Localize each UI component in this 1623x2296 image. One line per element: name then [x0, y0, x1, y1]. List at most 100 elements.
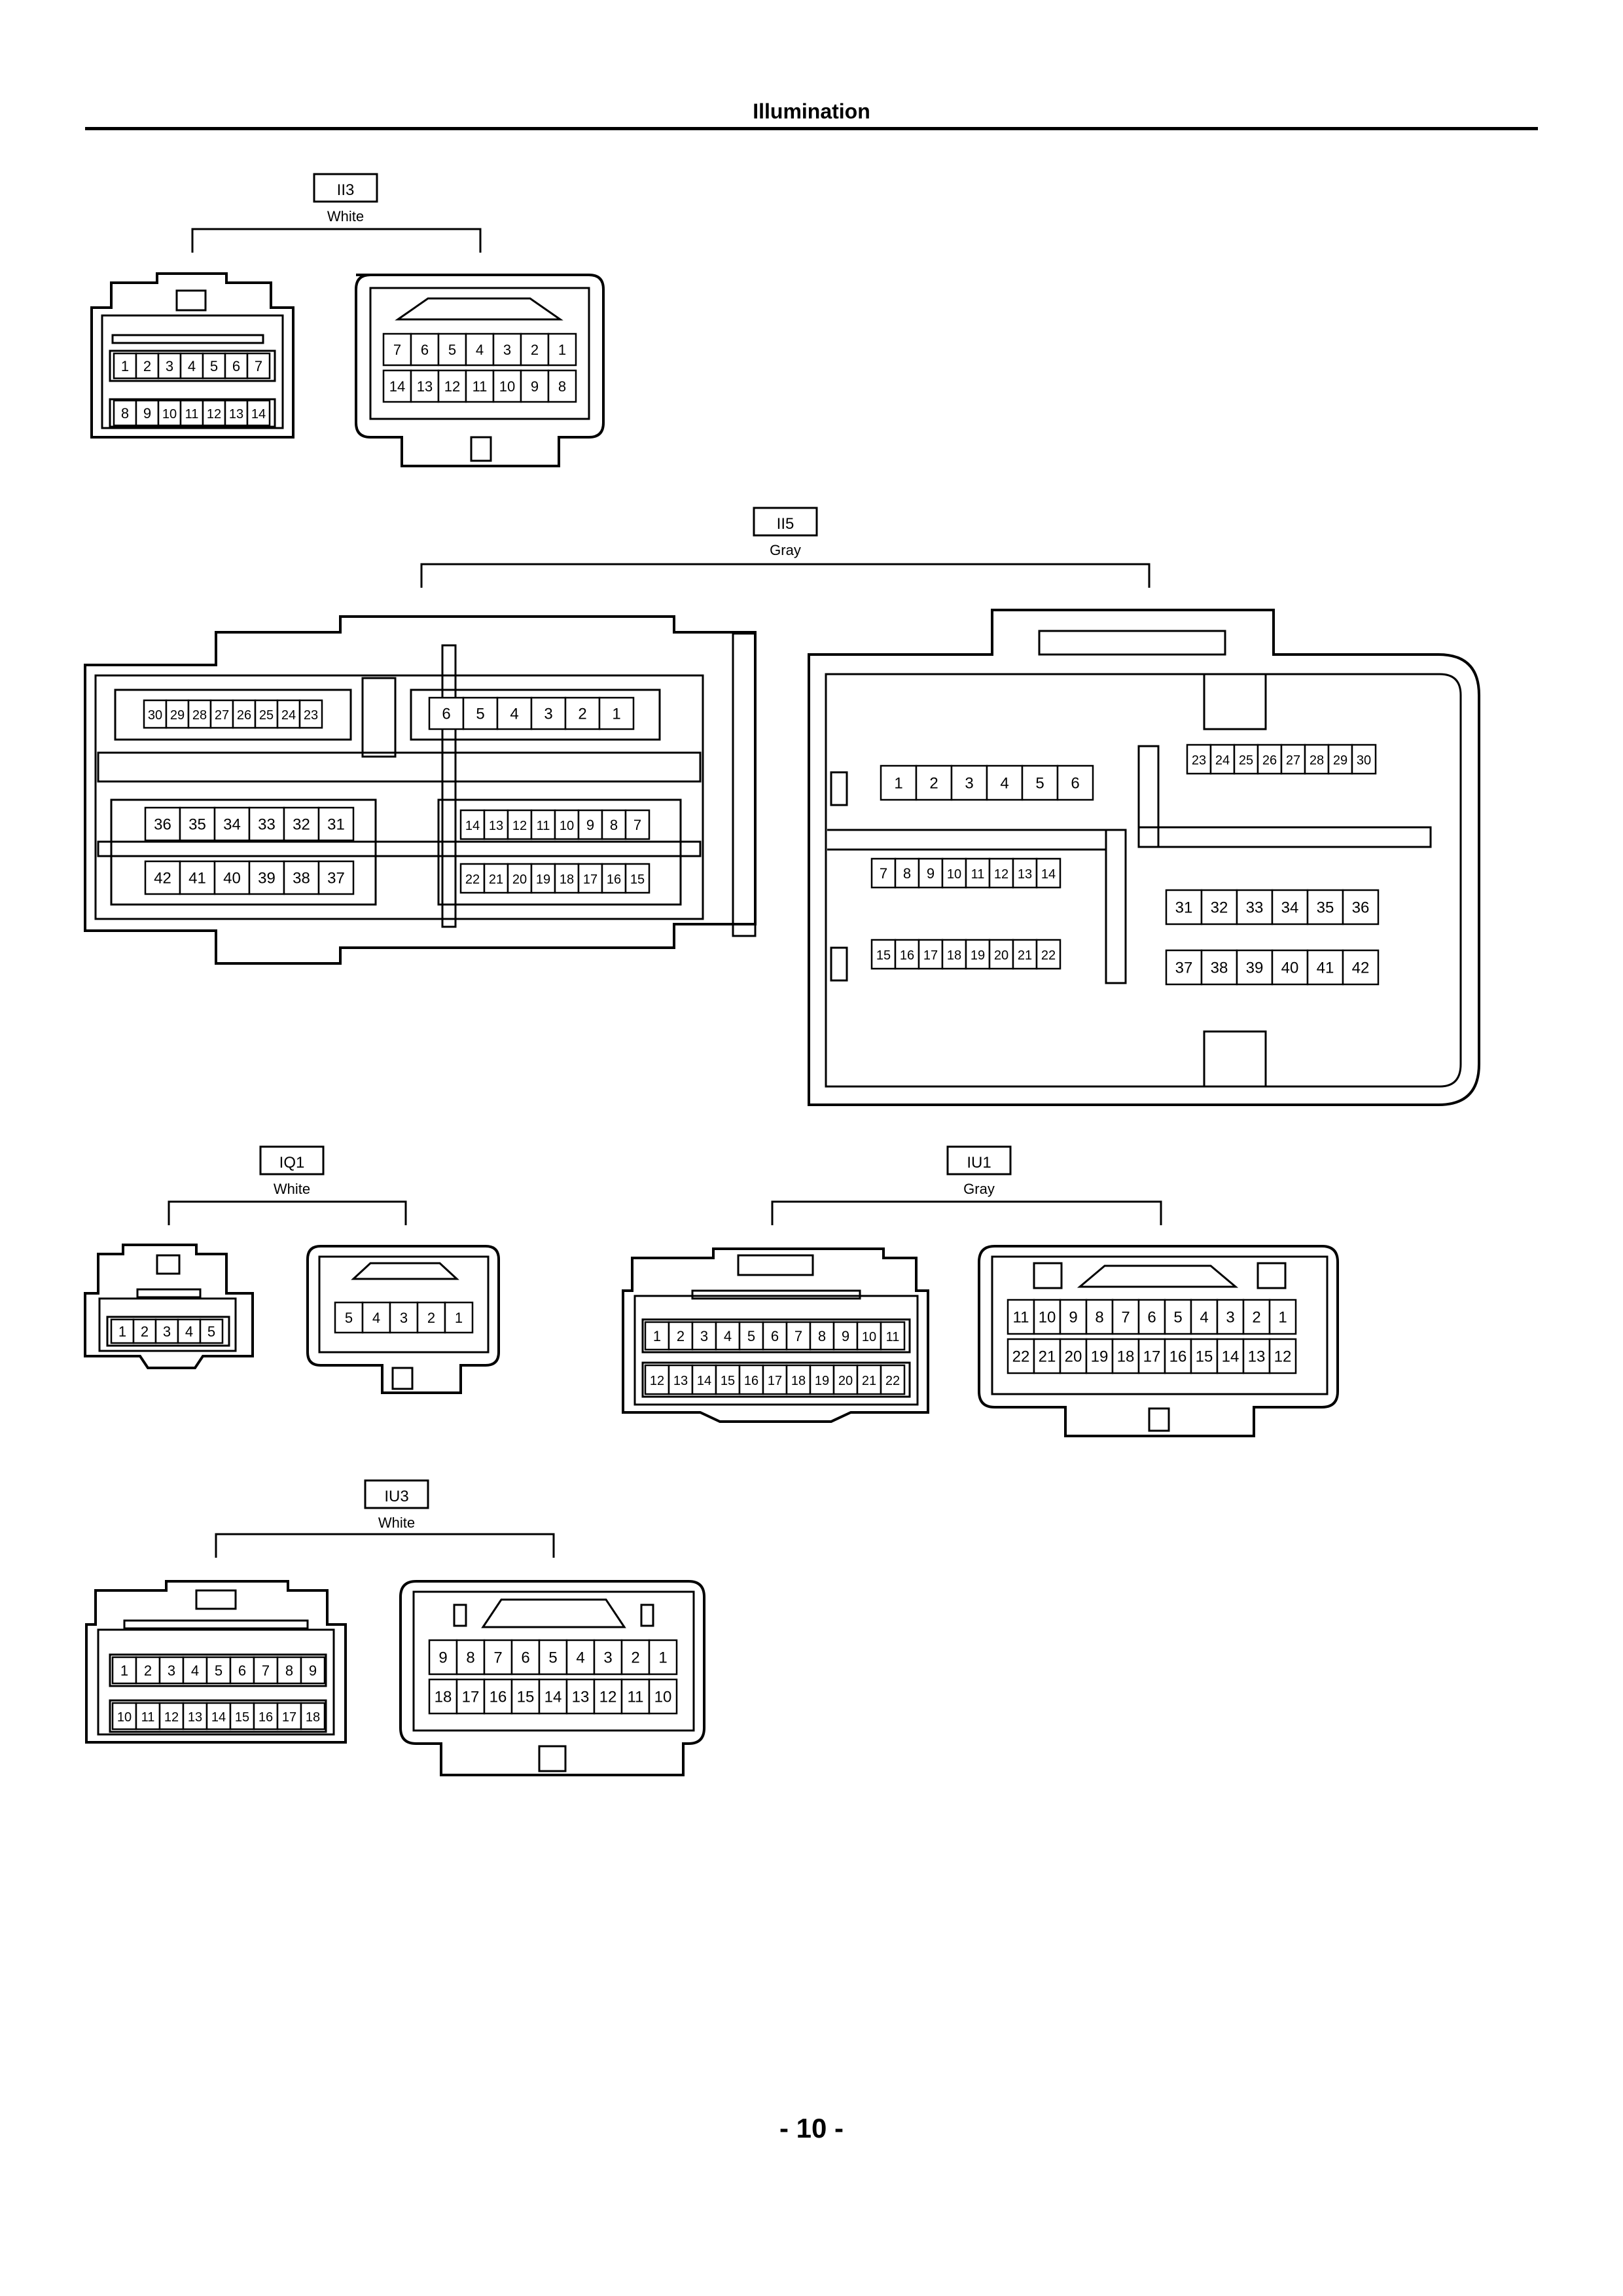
- pin-number: 11: [971, 867, 985, 882]
- pin-cavity: [915, 764, 953, 801]
- pin-number: 13: [188, 1710, 202, 1725]
- pin-cavity: [624, 863, 651, 894]
- pin-cavity: [832, 1364, 859, 1395]
- pin-number: 4: [372, 1310, 380, 1326]
- connector-code: II5: [777, 515, 794, 533]
- pin-cavity: [530, 809, 556, 840]
- pin-number: 6: [232, 358, 240, 374]
- pin-cavity: [1111, 1338, 1140, 1374]
- pin-number: 36: [154, 816, 171, 834]
- pin-number: 39: [258, 870, 276, 888]
- connector-bracket: [420, 563, 1150, 588]
- pin-cavity: [715, 1364, 741, 1395]
- pin-cavity: [1216, 1338, 1245, 1374]
- pin-number: 7: [1121, 1309, 1130, 1327]
- pin-cavity: [1200, 889, 1238, 925]
- pin-number: 7: [393, 342, 401, 358]
- pin-number: 23: [304, 708, 318, 723]
- pin-cavity: [276, 699, 301, 729]
- pin-number: 13: [572, 1689, 590, 1706]
- pin-number: 33: [1246, 899, 1264, 917]
- pin-number: 3: [965, 775, 973, 793]
- pin-number: 19: [1091, 1348, 1109, 1366]
- pin-cavity: [564, 696, 601, 730]
- pin-number: 4: [1000, 775, 1008, 793]
- pin-cavity: [1164, 1338, 1192, 1374]
- pin-number: 14: [1222, 1348, 1240, 1366]
- pin-cavity: [1190, 1299, 1219, 1335]
- pin-cavity: [224, 352, 249, 380]
- pin-number: 12: [207, 407, 221, 422]
- pin-number: 14: [251, 407, 266, 422]
- pin-cavity: [1271, 949, 1309, 986]
- pin-cavity: [624, 809, 651, 840]
- pin-cavity: [1056, 764, 1094, 801]
- pin-cavity: [986, 764, 1024, 801]
- pin-cavity: [182, 1702, 208, 1731]
- pin-number: 9: [309, 1662, 317, 1679]
- pin-number: 6: [238, 1662, 246, 1679]
- pin-number: 20: [994, 948, 1008, 963]
- pin-number: 6: [1071, 775, 1079, 793]
- pin-number: 11: [886, 1330, 900, 1344]
- pin-number: 20: [512, 872, 527, 887]
- pin-cavity: [382, 332, 412, 367]
- pin-number: 3: [168, 1662, 175, 1679]
- pin-number: 15: [630, 872, 645, 887]
- pin-cavity: [1257, 744, 1283, 775]
- pin-cavity: [785, 1364, 812, 1395]
- title-rule: [85, 127, 1538, 130]
- pin-number: 2: [141, 1323, 149, 1340]
- pin-cavity: [276, 1702, 302, 1731]
- pin-cavity: [111, 1656, 137, 1685]
- pin-cavity: [179, 806, 216, 842]
- pin-number: 34: [1281, 899, 1299, 917]
- pin-number: 8: [1095, 1309, 1103, 1327]
- pin-cavity: [668, 1321, 694, 1351]
- pin-cavity: [410, 332, 440, 367]
- pin-number: 11: [185, 407, 199, 422]
- pin-cavity: [1085, 1299, 1114, 1335]
- page-title: Illumination: [753, 99, 870, 123]
- pin-number: 17: [768, 1374, 782, 1388]
- pin-number: 6: [442, 706, 450, 723]
- pin-number: 26: [1262, 753, 1277, 768]
- pin-cavity: [1035, 939, 1061, 970]
- connector-code: II3: [337, 181, 355, 199]
- connector-bracket: [168, 1200, 407, 1225]
- pin-number: 31: [1175, 899, 1193, 917]
- pin-number: 5: [476, 706, 484, 723]
- pin-number: 4: [576, 1649, 584, 1667]
- pin-number: 6: [521, 1649, 529, 1667]
- pin-number: 8: [903, 865, 911, 882]
- pin-number: 38: [293, 870, 310, 888]
- pin-cavity: [520, 332, 550, 367]
- pin-cavity: [918, 857, 944, 889]
- pin-cavity: [300, 1656, 326, 1685]
- pin-number: 5: [215, 1662, 223, 1679]
- pin-cavity: [113, 399, 137, 427]
- pin-number: 14: [1041, 867, 1056, 882]
- pin-number: 8: [610, 817, 618, 833]
- pin-cavity: [483, 1678, 513, 1715]
- pin-cavity: [577, 863, 603, 894]
- pin-number: 10: [1039, 1309, 1056, 1327]
- pin-cavity: [416, 1301, 446, 1334]
- pin-number: 9: [531, 378, 539, 395]
- pin-cavity: [1306, 949, 1344, 986]
- pin-cavity: [1268, 1338, 1297, 1374]
- pin-number: 22: [465, 872, 480, 887]
- pin-cavity: [437, 332, 467, 367]
